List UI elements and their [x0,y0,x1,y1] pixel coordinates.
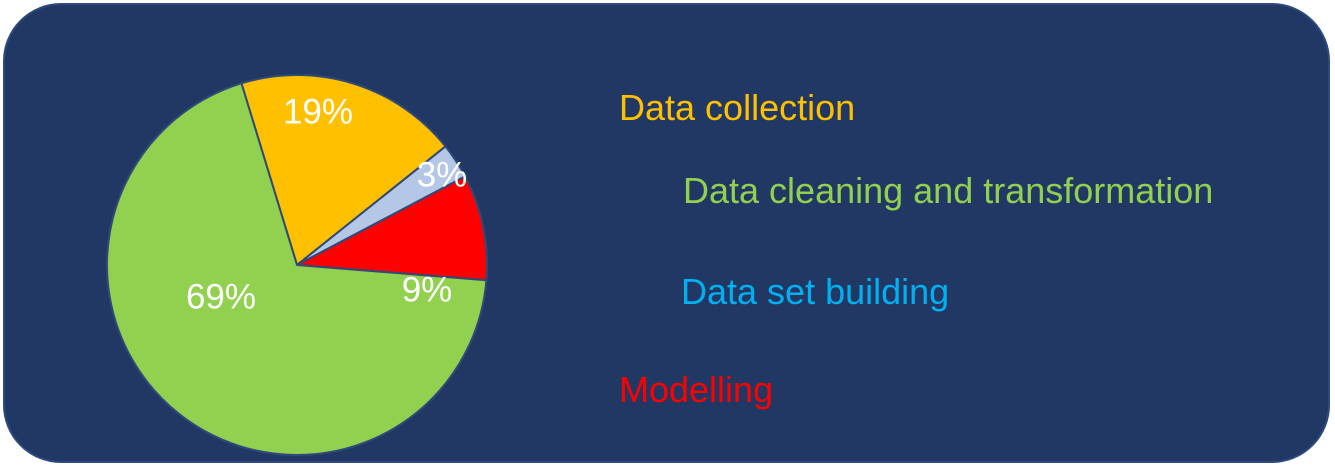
legend-item-data-set-building: Data set building [681,271,950,312]
legend-item-data-collection: Data collection [619,87,856,128]
pie-slice-label-data-collection: 19% [283,93,353,132]
legend-item-modelling: Modelling [619,369,774,410]
pie-slice-label-data-set-building: 3% [417,156,468,195]
pie-slice-data-collection [240,73,447,266]
pie-slices [106,73,488,456]
pie-slice-modelling [296,175,488,282]
pie-slice-data-cleaning-and-transformation [106,82,488,456]
pie-slice-labels: 19% 3% 9% 69% [186,93,467,317]
pie-slice-label-modelling: 9% [402,271,453,310]
pie-slice-label-data-cleaning-and-transformation: 69% [186,278,256,317]
legend-item-data-cleaning-and-transformation: Data cleaning and transformation [683,170,1214,211]
